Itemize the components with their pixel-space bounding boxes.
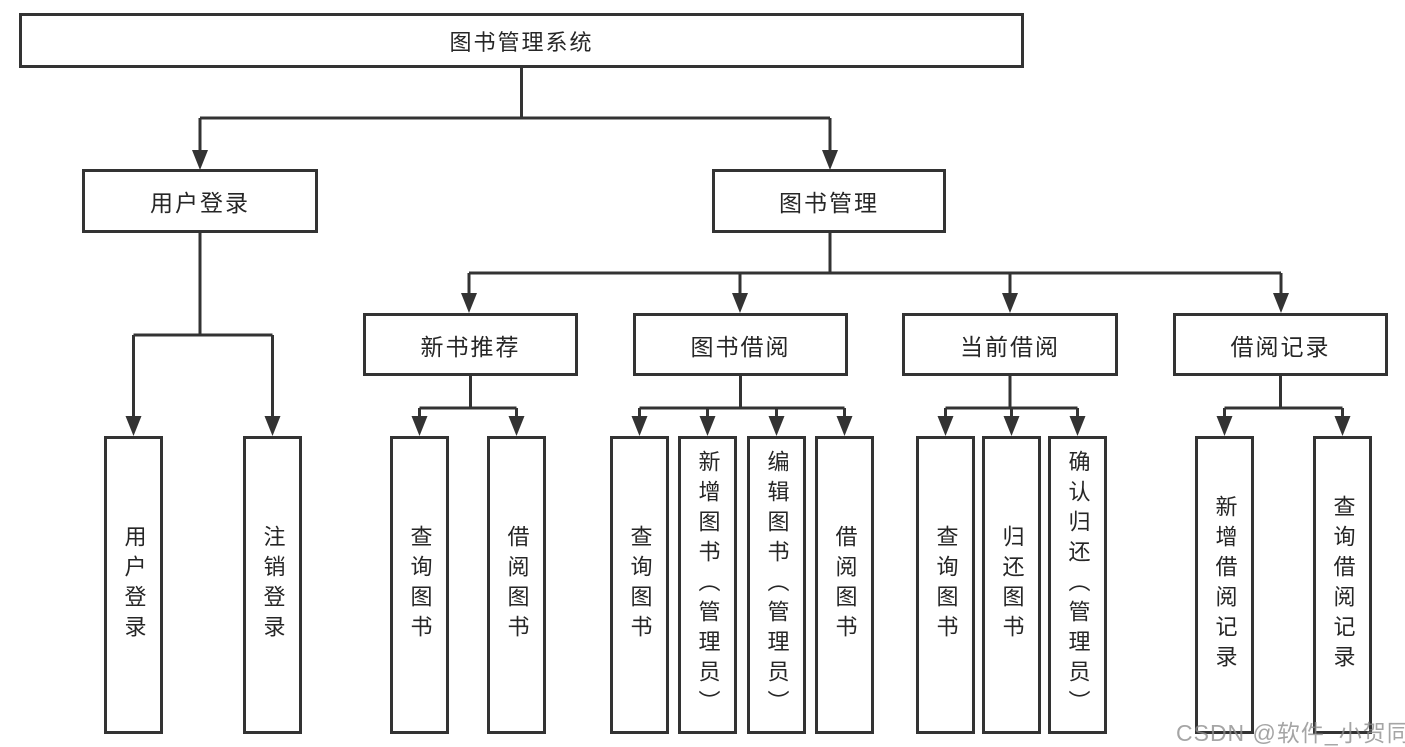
leaf-label: 注销登录 xyxy=(260,525,286,645)
node-label: 新书推荐 xyxy=(420,333,521,360)
node-user-login: 用户登录 xyxy=(82,169,318,233)
leaf-borrow-books-recommend: 借阅图书 xyxy=(487,436,546,734)
leaf-label: 借阅图书 xyxy=(504,525,530,645)
leaf-add-borrow-record: 新增借阅记录 xyxy=(1195,436,1254,734)
node-label: 图书管理系统 xyxy=(449,29,594,55)
leaf-label: 新增借阅记录 xyxy=(1212,495,1238,675)
leaf-label: 用户登录 xyxy=(121,525,147,645)
leaf-label: 查询图书 xyxy=(933,525,959,645)
leaf-label: 确认归还（管理员） xyxy=(1065,450,1091,720)
leaf-label: 查询借阅记录 xyxy=(1330,495,1356,675)
leaf-label: 借阅图书 xyxy=(832,525,858,645)
leaf-query-books-current: 查询图书 xyxy=(916,436,975,734)
leaf-label: 查询图书 xyxy=(407,525,433,645)
node-label: 用户登录 xyxy=(150,190,250,216)
node-label: 借阅记录 xyxy=(1230,333,1331,360)
watermark: CSDN @软件_小贺同学 xyxy=(1176,720,1405,746)
node-borrowing-records: 借阅记录 xyxy=(1173,313,1388,376)
node-new-book-recommendation: 新书推荐 xyxy=(363,313,578,376)
node-library-management-system: 图书管理系统 xyxy=(19,13,1024,68)
leaf-label: 查询图书 xyxy=(627,525,653,645)
leaf-borrow-books: 借阅图书 xyxy=(815,436,874,734)
node-label: 当前借阅 xyxy=(960,333,1060,360)
leaf-label: 新增图书（管理员） xyxy=(695,450,721,720)
leaf-confirm-return-admin: 确认归还（管理员） xyxy=(1048,436,1107,734)
node-book-borrowing: 图书借阅 xyxy=(633,313,848,376)
leaf-edit-book-admin: 编辑图书（管理员） xyxy=(747,436,806,734)
node-label: 图书管理 xyxy=(779,190,879,216)
node-label: 图书借阅 xyxy=(690,333,791,360)
leaf-query-books-borrow: 查询图书 xyxy=(610,436,669,734)
leaf-label: 编辑图书（管理员） xyxy=(764,450,790,720)
leaf-query-books-recommend: 查询图书 xyxy=(390,436,449,734)
leaf-logout: 注销登录 xyxy=(243,436,302,734)
node-current-borrowing: 当前借阅 xyxy=(902,313,1118,376)
node-book-management: 图书管理 xyxy=(712,169,946,233)
leaf-label: 归还图书 xyxy=(999,525,1025,645)
leaf-return-books: 归还图书 xyxy=(982,436,1041,734)
leaf-user-login: 用户登录 xyxy=(104,436,163,734)
leaf-query-borrow-record: 查询借阅记录 xyxy=(1313,436,1372,734)
leaf-add-book-admin: 新增图书（管理员） xyxy=(678,436,737,734)
